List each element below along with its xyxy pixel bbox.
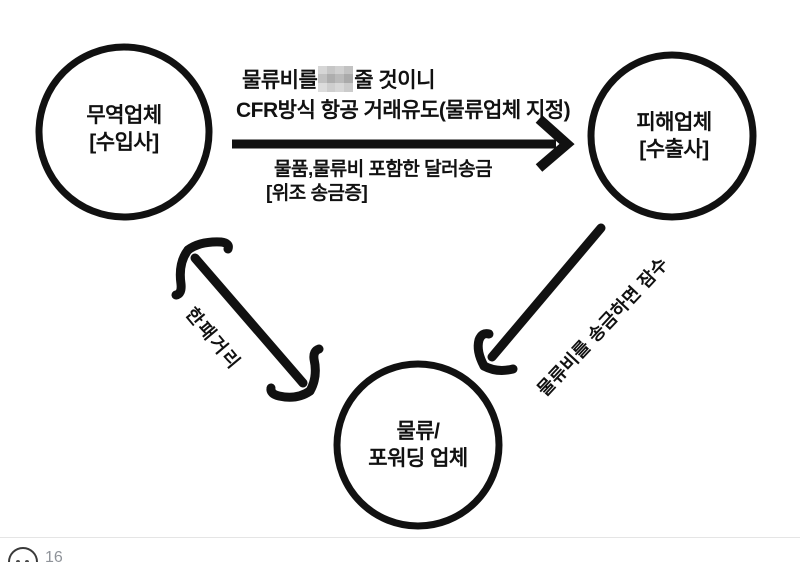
caption-prefix: 물류비를 bbox=[242, 69, 318, 92]
caption-suffix: 줄 것이니 bbox=[354, 69, 435, 92]
smiley-eye-left bbox=[16, 560, 20, 562]
victim-circle bbox=[587, 51, 757, 221]
logistics-role: 포워딩 업체 bbox=[368, 447, 468, 470]
footer-divider bbox=[0, 537, 800, 538]
logistics-name: 물류/ bbox=[396, 420, 440, 444]
importer-circle bbox=[35, 43, 213, 221]
victim-name: 피해업체 bbox=[636, 111, 712, 135]
node-label-victim: 피해업체 [수출사] bbox=[636, 110, 712, 164]
bottom-caption-line1: 물품,물류비 포함한 달러송금 bbox=[274, 159, 493, 180]
victim-role: [수출사] bbox=[639, 138, 709, 161]
importer-role: [수입사] bbox=[89, 131, 159, 154]
accomplice-double-arrow bbox=[171, 237, 324, 402]
trade-inducement-arrow bbox=[232, 115, 575, 172]
importer-name: 무역업체 bbox=[86, 104, 162, 128]
top-arrow-caption-line1: 물류비를 줄 것이니 bbox=[242, 64, 435, 94]
node-label-importer: 무역업체 [수입사] bbox=[86, 103, 162, 157]
absconding-arrow bbox=[473, 223, 606, 375]
reaction-count[interactable]: 16 bbox=[45, 549, 63, 562]
node-label-logistics: 물류/ 포워딩 업체 bbox=[368, 419, 468, 473]
bottom-caption-line2: [위조 송금증] bbox=[266, 183, 368, 204]
top-arrow-caption-line2: CFR방식 항공 거래유도(물류업체 지정) bbox=[236, 99, 571, 122]
logistics-circle bbox=[333, 360, 503, 530]
smiley-eye-right bbox=[25, 560, 29, 562]
censored-text-block bbox=[318, 66, 354, 92]
